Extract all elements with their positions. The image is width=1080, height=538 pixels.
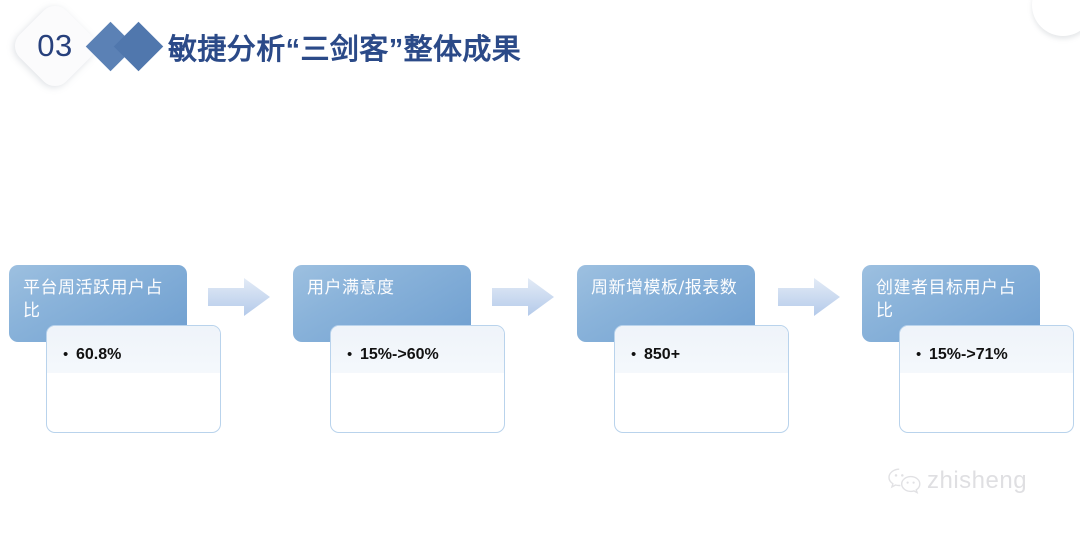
wechat-icon [886,466,924,496]
flow-card-header-label: 用户满意度 [307,278,395,298]
bullet-marker-icon: • [631,346,637,363]
bullet-marker-icon: • [916,346,922,363]
right-arrow-icon-3 [778,278,840,316]
section-number-label: 03 [37,28,73,63]
bullet-marker-icon: • [63,346,69,363]
flow-card-body: • 15%->60% [330,325,505,433]
watermark: zhisheng [886,466,1027,496]
flow-card-bullet-text: 850+ [644,346,681,363]
flow-card-header: 周新增模板/报表数 [577,265,755,342]
flow-card-body: • 15%->71% [899,325,1074,433]
right-arrow-icon-2 [492,278,554,316]
flow-card-bullet: • 850+ [631,346,680,364]
flow-card-bullet: • 15%->71% [916,346,1008,364]
slide-header: 03 敏捷分析“三剑客”整体成果 [0,0,1080,105]
flow-card-bullet: • 15%->60% [347,346,439,364]
flow-card-bullet-text: 15%->71% [929,346,1008,363]
bullet-marker-icon: • [347,346,353,363]
right-arrow-icon-1 [208,278,270,316]
page-title: 敏捷分析“三剑客”整体成果 [168,34,522,66]
flow-card-header-label: 平台周活跃用户占比 [23,278,163,321]
flow-card-body: • 850+ [614,325,789,433]
flow-card-bullet: • 60.8% [63,346,121,364]
flow-card-header-label: 创建者目标用户占比 [876,278,1016,321]
flow-card-body: • 60.8% [46,325,221,433]
flow-card-bullet-text: 15%->60% [360,346,439,363]
flow-card-header-label: 周新增模板/报表数 [591,278,738,298]
flow-card-bullet-text: 60.8% [76,346,122,363]
watermark-label: zhisheng [927,467,1028,494]
